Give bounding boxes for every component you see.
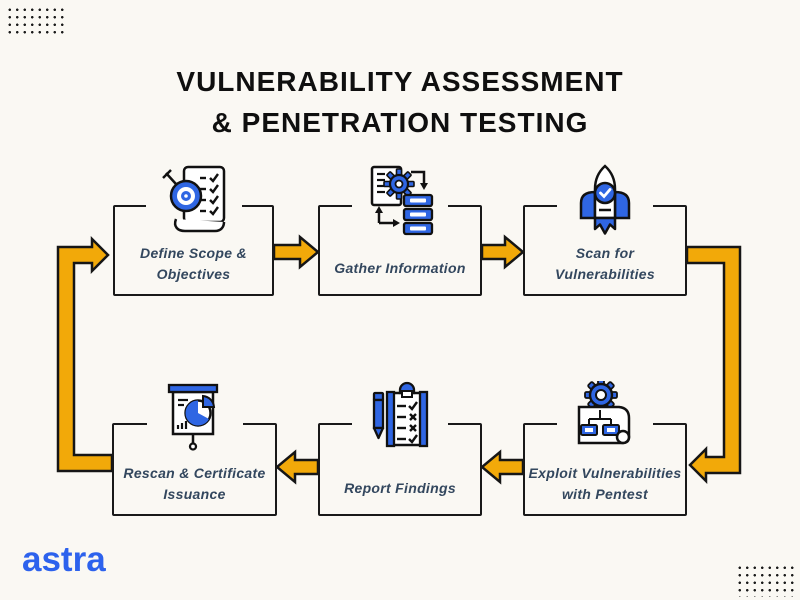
flow-arrow-step5-to-step6 <box>275 449 320 485</box>
step-label-line2: Vulnerabilities <box>555 266 655 282</box>
step-box-define-scope: Define Scope & Objectives <box>113 163 274 296</box>
step-label-line1: Report Findings <box>344 480 456 496</box>
step-label: Scan for Vulnerabilities <box>527 243 683 285</box>
presentation-chart-icon <box>146 381 243 463</box>
dot-grid-bottom-right <box>736 564 798 597</box>
flow-elbow-step3-to-step4 <box>685 245 742 485</box>
step-label: Gather Information <box>322 258 478 279</box>
step-box-exploit-vulnerabilities: Exploit Vulnerabilities with Pentest <box>523 381 687 516</box>
page-title: VULNERABILITY ASSESSMENT & PENETRATION T… <box>0 62 800 143</box>
step-label: Rescan & Certificate Issuance <box>116 463 273 505</box>
step-label-line2: Objectives <box>156 266 231 282</box>
flow-arrow-step1-to-step2 <box>272 234 320 270</box>
step-label-line1: Define Scope & <box>140 245 247 261</box>
step-label-line1: Rescan & Certificate <box>123 465 266 481</box>
document-gear-server-icon <box>352 163 448 245</box>
step-label: Report Findings <box>322 478 478 499</box>
step-label-line2: Issuance <box>163 486 226 502</box>
page-title-line2: & PENETRATION TESTING <box>211 106 589 138</box>
flow-arrow-step2-to-step3 <box>480 234 525 270</box>
step-label: Exploit Vulnerabilities with Pentest <box>527 463 683 505</box>
flow-elbow-step6-to-step1 <box>56 235 114 473</box>
step-label: Define Scope & Objectives <box>117 243 270 285</box>
clipboard-pen-icon <box>352 381 448 463</box>
step-box-gather-information: Gather Information <box>318 163 482 296</box>
page-title-line1: VULNERABILITY ASSESSMENT <box>176 66 624 97</box>
target-checklist-icon <box>145 163 242 245</box>
astra-logo: astra <box>22 540 106 579</box>
step-label-line2: with Pentest <box>561 486 649 502</box>
dot-grid-top-left <box>6 6 65 37</box>
step-box-report-findings: Report Findings <box>318 381 482 516</box>
flow-arrow-step4-to-step5 <box>480 449 525 485</box>
step-label-line1: Gather Information <box>334 260 466 276</box>
rocket-icon <box>557 163 653 245</box>
gear-blueprint-icon <box>557 381 653 463</box>
step-label-line1: Scan for <box>575 245 635 261</box>
step-box-scan-vulnerabilities: Scan for Vulnerabilities <box>523 163 687 296</box>
step-label-line1: Exploit Vulnerabilities <box>528 465 682 481</box>
step-box-rescan-certificate: Rescan & Certificate Issuance <box>112 381 277 516</box>
